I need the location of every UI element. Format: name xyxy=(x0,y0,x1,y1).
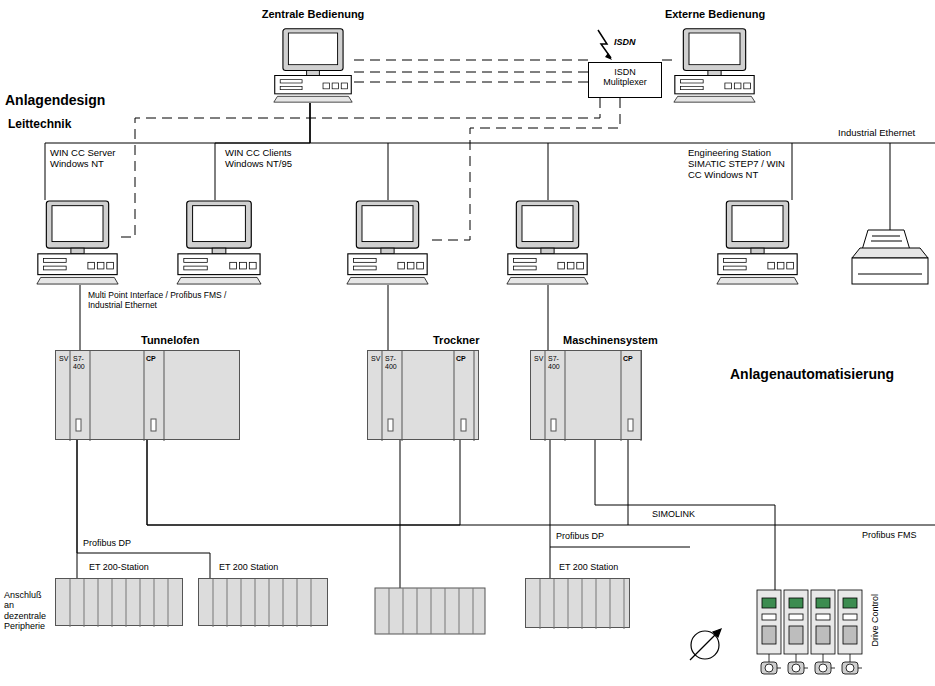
plc-title: Tunnelofen xyxy=(141,334,251,347)
module-label: S7-400 xyxy=(73,355,90,371)
isdn-dashed-line xyxy=(354,72,588,82)
isdn-link xyxy=(662,60,672,61)
module-label: S7-400 xyxy=(385,355,402,371)
io-station: ET 200-Station xyxy=(55,578,183,626)
pc-icon xyxy=(274,29,352,102)
bus-connector xyxy=(595,440,775,590)
bus-lines xyxy=(354,72,935,588)
profibus-fms-bus xyxy=(628,525,935,526)
node-heading: Externe Bedienung xyxy=(640,8,790,21)
node-heading: ET 200 Station xyxy=(559,562,649,572)
pc-icon xyxy=(717,201,798,284)
node-heading: Zentrale Bedienung xyxy=(237,8,389,21)
node-shape xyxy=(175,200,263,285)
node-shape xyxy=(755,590,865,682)
io-station: ET 200 Station xyxy=(525,578,630,628)
plc-title: Maschinensystem xyxy=(563,334,683,347)
node-heading: Engineering Station SIMATIC STEP7 / WIN … xyxy=(688,148,786,181)
node-heading: ET 200-Station xyxy=(89,562,184,572)
mpi-line xyxy=(548,285,549,350)
node-heading: WIN CC Server Windows NT xyxy=(50,148,128,170)
profibus-dp-bus xyxy=(550,547,690,548)
module-label: CP xyxy=(456,355,472,363)
pc-icon xyxy=(674,29,755,102)
section-heading: Anlagendesign xyxy=(5,92,105,108)
drive-group: Drive Control xyxy=(755,590,865,682)
plc-rack: TrocknerSVS7-400CP xyxy=(367,350,479,440)
bus-connector xyxy=(147,440,628,525)
bus-connector xyxy=(550,440,551,578)
ethernet-bus xyxy=(792,143,935,144)
multiplexer-box: ISDN Mulitplexer xyxy=(588,62,662,98)
box-label: ISDN Mulitplexer xyxy=(593,67,657,88)
node-shape xyxy=(272,28,354,103)
bus-label: Profibus DP xyxy=(556,531,604,541)
bus-label: Profibus DP xyxy=(83,538,131,548)
plc-title: Trockner xyxy=(433,334,523,347)
pc-icon xyxy=(347,201,428,284)
bus-label: Profibus FMS xyxy=(862,530,917,540)
bus-connector xyxy=(80,285,81,350)
connector-label: Multi Point Interface / Profibus FMS / I… xyxy=(86,291,262,311)
module-label: SV xyxy=(534,355,546,363)
profibus-dp-line xyxy=(400,440,401,588)
module-label: SV xyxy=(371,355,383,363)
node-shape xyxy=(526,579,629,627)
node-shape xyxy=(199,579,327,625)
printer-icon xyxy=(852,230,928,284)
connector-label: SIMOLINK xyxy=(650,509,697,519)
computer-node: Engineering Station SIMATIC STEP7 / WIN … xyxy=(715,200,800,285)
pc-icon xyxy=(177,201,261,284)
section-heading: Leittechnik xyxy=(8,118,71,132)
node-shape xyxy=(715,200,800,285)
lightning-symbol xyxy=(598,30,611,58)
computer-node: Zentrale Bedienung xyxy=(272,28,354,103)
isdn-link xyxy=(354,60,588,61)
computer-node: WIN CC Server Windows NT xyxy=(35,200,120,285)
pc-icon xyxy=(507,201,588,284)
plc-rack: MaschinensystemSVS7-400CP xyxy=(530,350,642,440)
bus-label: Industrial Ethernet xyxy=(838,128,915,139)
bus-label: Anschluß an dezentrale Peripherie xyxy=(4,590,54,631)
pc-icon xyxy=(37,201,118,284)
node-shape xyxy=(35,200,120,285)
section-heading: Anlagenautomatisierung xyxy=(730,366,894,382)
computer-node: WIN CC Clients Windows NT/95 xyxy=(175,200,263,285)
ethernet-drop xyxy=(388,143,389,200)
bus-connector xyxy=(77,440,210,578)
mpi-line xyxy=(388,285,389,350)
ethernet-drop xyxy=(890,143,891,240)
node-shape xyxy=(672,28,757,103)
module-label: SV xyxy=(59,355,71,363)
module-label: CP xyxy=(623,355,639,363)
module-label: CP xyxy=(146,355,162,363)
computer-node: Externe Bedienung xyxy=(672,28,757,103)
io-station: ET 200 Station xyxy=(198,578,328,626)
bus-label: ISDN xyxy=(614,37,636,47)
node-heading: ET 200 Station xyxy=(219,562,319,572)
lightning-symbol xyxy=(605,53,612,60)
et200-station-box xyxy=(375,588,485,634)
node-shape xyxy=(368,351,478,439)
node-heading: WIN CC Clients Windows NT/95 xyxy=(225,148,317,170)
ethernet-drop xyxy=(548,143,549,200)
module-label: S7-400 xyxy=(548,355,565,371)
plc-rack: TunnelofenSVS7-400CP xyxy=(55,350,240,440)
node-shape xyxy=(531,351,641,439)
node-shape xyxy=(56,579,182,625)
bus-connector xyxy=(147,440,460,525)
node-heading: Drive Control xyxy=(870,594,880,647)
speed-sensor-symbol xyxy=(690,629,721,660)
